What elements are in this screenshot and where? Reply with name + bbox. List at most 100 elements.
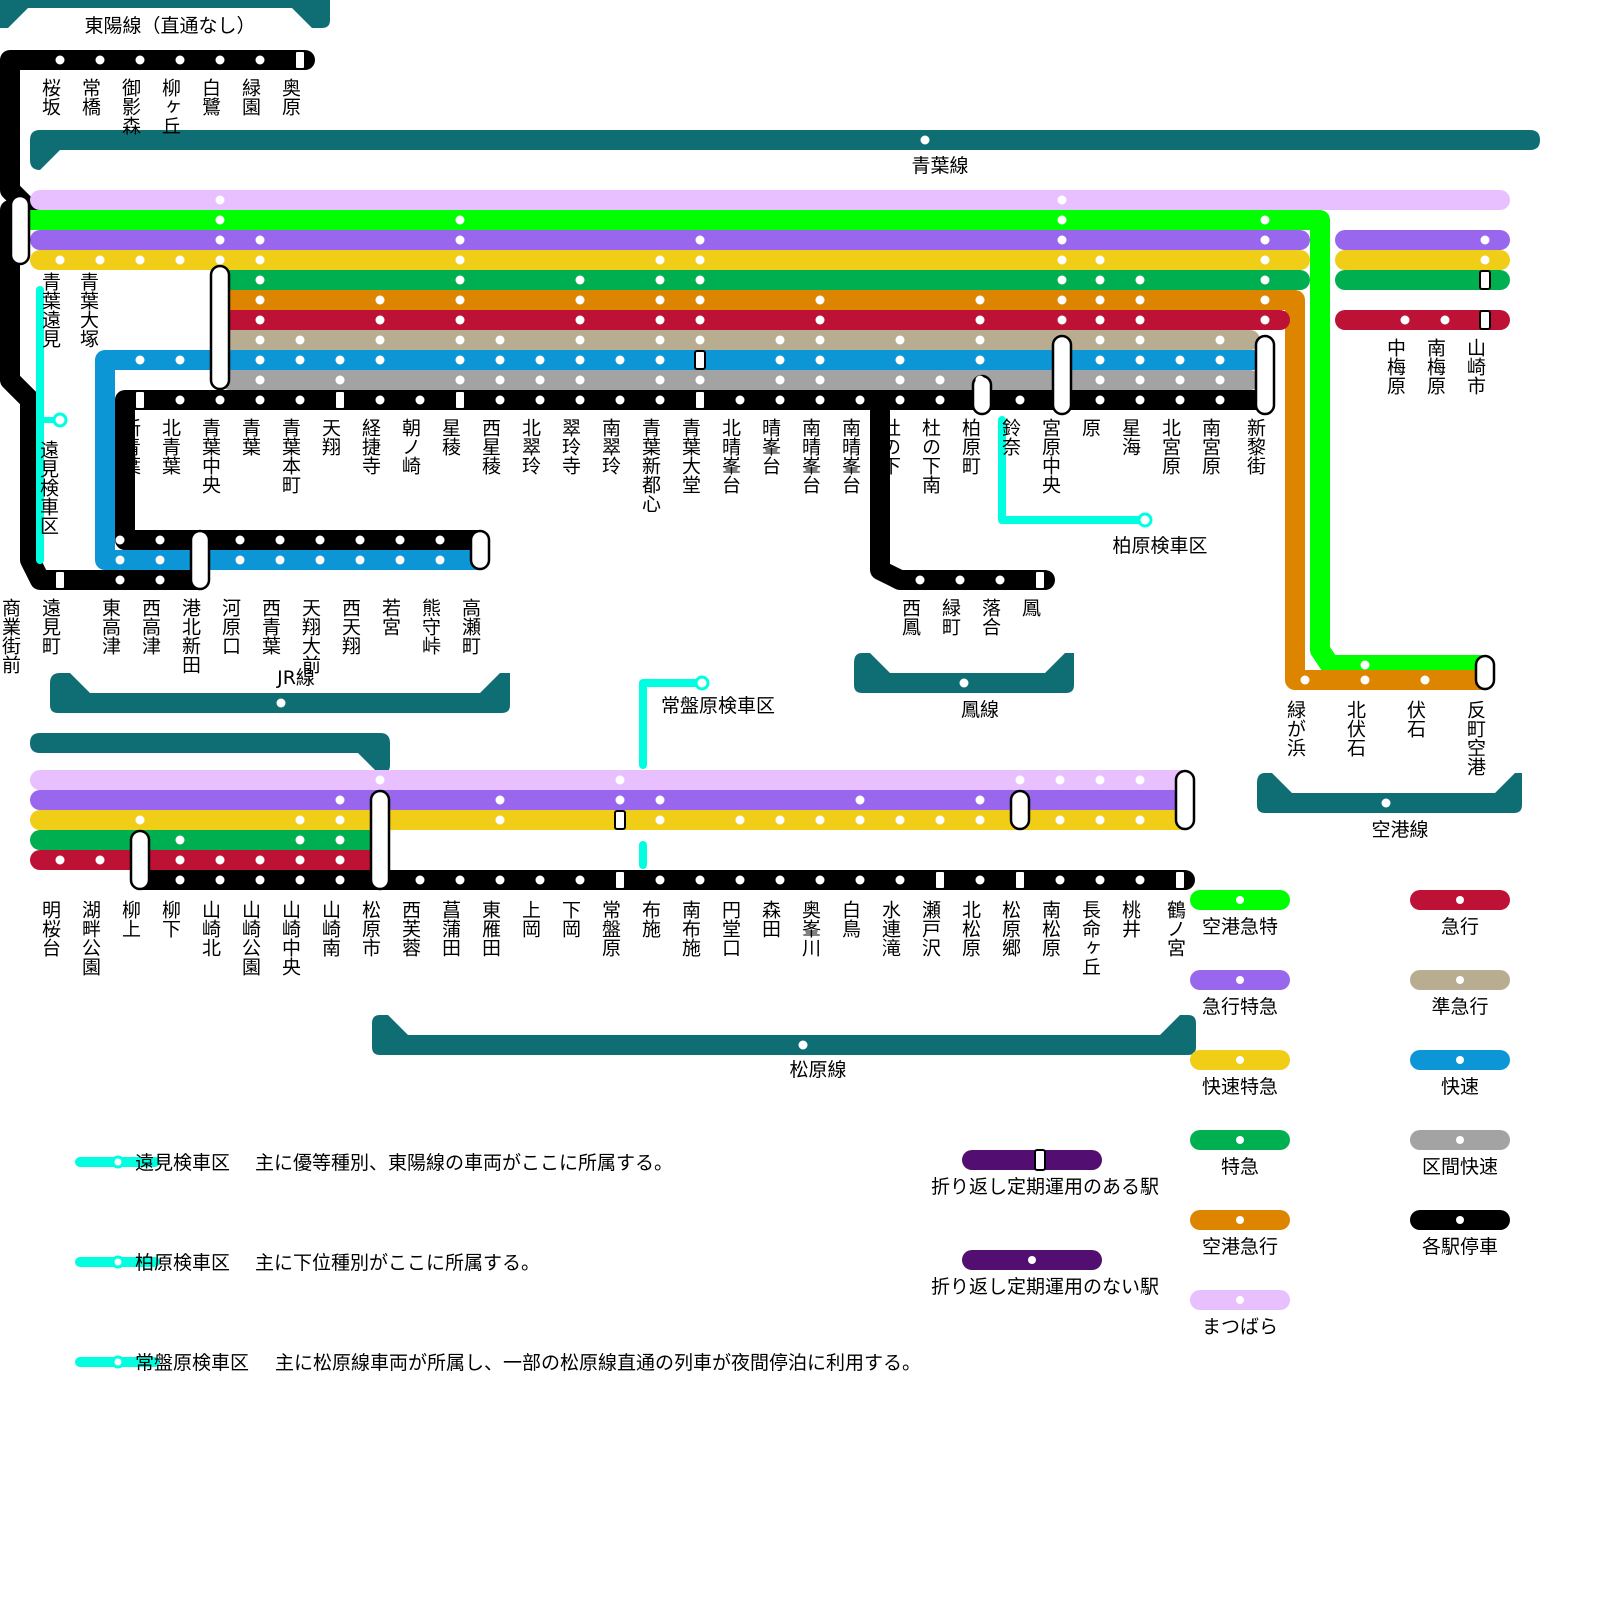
matsubara-station-15: 布施 — [639, 900, 661, 938]
stop-dot — [775, 815, 785, 825]
stop-dot — [815, 355, 825, 365]
stop-dot — [295, 335, 305, 345]
depot-note-name: 柏原検車区 — [135, 1252, 230, 1274]
lower-left-station-10: 熊守峠 — [419, 598, 441, 655]
stop-dot — [1360, 675, 1370, 685]
legend-label-rapid_ltd: 快速特急 — [1202, 1076, 1278, 1098]
turnback-marker — [694, 350, 706, 370]
legend-dot — [1236, 976, 1244, 984]
main-station-8: 星稜 — [439, 418, 461, 456]
stop-dot — [815, 395, 825, 405]
matsubara-station-11: 東雁田 — [479, 900, 501, 957]
matsubara-station-3: 柳下 — [159, 900, 181, 938]
main-station-11: 翠玲寺 — [559, 418, 581, 475]
stop-dot — [1095, 815, 1105, 825]
stop-dot — [775, 335, 785, 345]
stop-dot — [815, 335, 825, 345]
toyo-station-5: 緑園 — [239, 78, 261, 116]
stop-dot — [1135, 815, 1145, 825]
tomi-depot-marker — [52, 412, 68, 428]
depot-note-text: 主に松原線車両が所属し、一部の松原線直通の列車が夜間停泊に利用する。 — [275, 1352, 921, 1374]
matsubarago-terminal — [1009, 789, 1031, 831]
stop-dot — [1095, 315, 1105, 325]
stop-dot — [495, 375, 505, 385]
matsubara-line-label: 松原線 — [789, 1059, 846, 1081]
depot-note-marker — [111, 1255, 125, 1269]
legend-item-exp_ltd: 急行特急 — [1190, 970, 1290, 1018]
stop-dot — [255, 875, 265, 885]
aoba-shinmachi-terminal — [9, 194, 31, 266]
matsubara-station-17: 円堂口 — [719, 900, 741, 957]
stop-dot — [175, 835, 185, 845]
airport-station-1: 北伏石 — [1344, 700, 1366, 757]
stop-dot — [655, 375, 665, 385]
m-exp-ltd-band — [30, 790, 1190, 810]
stop-dot — [575, 355, 585, 365]
matsubara-station-4: 山崎北 — [199, 900, 221, 957]
stop-dot — [695, 295, 705, 305]
stop-dot — [315, 535, 325, 545]
stop-dot — [695, 275, 705, 285]
stop-dot — [855, 875, 865, 885]
airport-line-label: 空港線 — [1371, 819, 1428, 841]
stop-dot — [975, 335, 985, 345]
stop-dot — [655, 335, 665, 345]
matsubara-station-6: 山崎中央 — [279, 900, 301, 976]
stop-dot — [1175, 375, 1185, 385]
otori-station-1: 緑町 — [939, 598, 961, 636]
m-rapid-ltd-band — [30, 810, 1190, 830]
stop-dot — [935, 815, 945, 825]
stop-dot — [1260, 275, 1270, 285]
legend-dot — [1236, 1216, 1244, 1224]
matsubara-station-25: 南松原 — [1039, 900, 1061, 957]
stop-dot — [455, 235, 465, 245]
stop-dot — [415, 395, 425, 405]
stop-dot — [455, 295, 465, 305]
matsubara-shi-terminal — [369, 789, 391, 891]
turnback-marker — [1014, 870, 1026, 890]
stop-dot — [255, 295, 265, 305]
stop-dot — [695, 875, 705, 885]
stop-dot — [115, 575, 125, 585]
stop-dot — [575, 315, 585, 325]
legend-label-airport_ltd: 空港急特 — [1202, 916, 1278, 938]
stop-dot — [655, 275, 665, 285]
main-station-6: 経捷寺 — [359, 418, 381, 475]
stop-dot — [455, 255, 465, 265]
stop-dot — [535, 355, 545, 365]
otori-station-3: 鳳 — [1019, 598, 1041, 617]
yamazaki-exp-ltd-band — [1335, 230, 1510, 250]
stop-dot — [495, 795, 505, 805]
matsubara-connector-dot — [798, 1040, 808, 1050]
legend-item-express: 急行 — [1410, 890, 1510, 938]
stop-dot — [495, 395, 505, 405]
stop-dot — [255, 255, 265, 265]
main-station-14: 青葉大堂 — [679, 418, 701, 494]
matsubara-station-21: 水連滝 — [879, 900, 901, 957]
stop-dot — [455, 875, 465, 885]
toyo-stop — [95, 55, 105, 65]
matsubara-station-1: 湖畔公園 — [79, 900, 101, 976]
stop-dot — [1440, 315, 1450, 325]
stop-dot — [895, 875, 905, 885]
lower-left-station-1: 遠見町 — [39, 598, 61, 655]
stop-dot — [775, 875, 785, 885]
lower-left-station-9: 若宮 — [379, 598, 401, 636]
branch-station-0: 青葉新町 — [0, 272, 19, 348]
otori-local-line — [870, 390, 1055, 590]
branch-station-1: 青葉遠見 — [39, 272, 61, 348]
tokiwabara-depot-line — [639, 679, 706, 769]
lower-left-station-8: 西天翔 — [339, 598, 361, 655]
airport-station-2: 伏石 — [1404, 700, 1426, 738]
stop-dot — [175, 255, 185, 265]
stop-dot — [1057, 215, 1067, 225]
main-station-15: 北晴峯台 — [719, 418, 741, 494]
stop-dot — [135, 815, 145, 825]
stop-dot — [1260, 315, 1270, 325]
legend-label-local: 各駅停車 — [1422, 1236, 1498, 1258]
stop-dot — [275, 535, 285, 545]
stop-dot — [615, 775, 625, 785]
matsubara-station-14: 常盤原 — [599, 900, 621, 957]
stop-dot — [335, 355, 345, 365]
stop-dot — [375, 295, 385, 305]
